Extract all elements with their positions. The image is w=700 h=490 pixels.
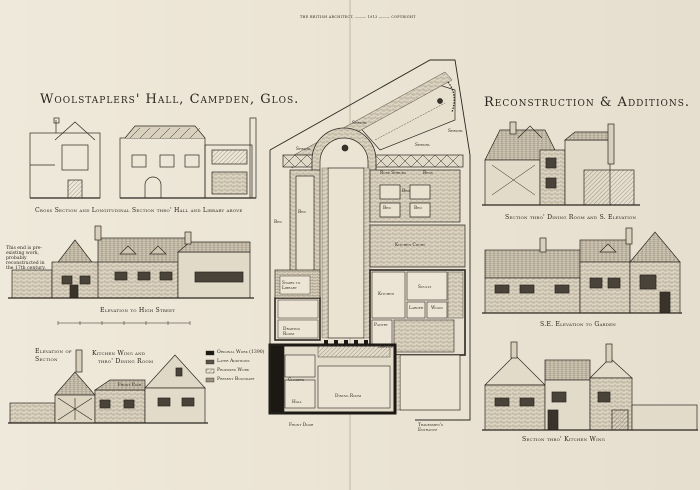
label-kitchen-court: Kitchen Court — [395, 243, 425, 248]
label-hall: Hall — [292, 400, 302, 405]
high-street-elevation-drawing — [8, 225, 254, 299]
caption-dining-room-section: Section thro' Dining Room and S. Elevati… — [505, 214, 637, 221]
label-drawing-room: Drawing Room — [283, 327, 301, 337]
legend-later: Later Additions — [217, 359, 250, 364]
label-larder: Larder — [409, 306, 424, 311]
legend-boundary: Present Boundary — [217, 377, 255, 382]
se-elevation-drawing — [482, 227, 682, 314]
label-front-path: Front Path — [118, 383, 142, 388]
label-scully: Scully — [418, 285, 432, 290]
label-shrubs-3: Shrubs — [296, 147, 311, 152]
label-bed-5: Bed — [414, 206, 422, 211]
label-bed-3: Bed — [402, 189, 410, 194]
note-text: This end is pre-existing work, probably … — [6, 246, 46, 271]
label-rose-shrubs: Rose Shrubs — [380, 171, 406, 176]
label-kitchen: Kitchen — [378, 292, 395, 297]
label-bed-1: Bed — [298, 210, 306, 215]
caption-kitchen-wing-section: Section thro' Kitchen Wing — [522, 436, 605, 443]
label-beds: Beds — [423, 171, 433, 176]
scale-bar — [57, 321, 191, 325]
label-dining-room: Dining Room — [335, 394, 362, 399]
legend-proposed: Proposed Work — [217, 368, 250, 373]
label-tradesmens-entrance: Tradesmen's Entrance — [418, 423, 444, 433]
header-text: THE BRITISH ARCHITECT, ——— 1913 ——— COPY… — [300, 15, 416, 19]
label-bed-4: Bed — [383, 206, 391, 211]
label-bed-2: Bed — [274, 220, 282, 225]
caption-kitchen-wing-b: thro' Dining Room — [98, 358, 154, 365]
label-pantry: Pantry — [374, 323, 388, 328]
longitudinal-section-drawing — [119, 117, 257, 199]
caption-cross-section: Cross Section and Longitudinal Section t… — [35, 207, 243, 214]
cross-section-drawing — [29, 117, 101, 199]
label-shrubs-2: Shrubs — [448, 129, 463, 134]
label-shrubs-1: Shrubs — [352, 121, 367, 126]
caption-se-elevation: S.E. Elevation to Garden — [540, 321, 616, 328]
caption-elevation-of: Elevation of — [35, 348, 72, 355]
ground-floor-plan — [268, 59, 471, 421]
label-stairs-library: Stairs to Library — [282, 281, 301, 291]
label-front-door: Front Door — [289, 423, 314, 428]
kitchen-wing-elevation-drawing — [8, 349, 208, 424]
legend-original: Original Work (1390) — [217, 350, 265, 355]
label-service: Service — [378, 345, 394, 350]
legend-swatches — [205, 350, 215, 383]
caption-high-street: Elevation to High Street — [100, 307, 176, 314]
title-left: Woolstaplers' Hall, Campden, Glos. — [40, 92, 300, 107]
label-shrubs-4: Shrubs — [415, 143, 430, 148]
dining-room-section-drawing — [482, 121, 640, 206]
title-right: Reconstruction & Additions. — [484, 95, 691, 110]
caption-kitchen-wing-a: Kitchen Wing and — [92, 350, 146, 357]
caption-section: Section — [35, 356, 58, 363]
kitchen-wing-section-drawing — [482, 341, 698, 431]
label-wood: Wood — [431, 306, 443, 311]
label-closets: Closets — [288, 378, 305, 383]
